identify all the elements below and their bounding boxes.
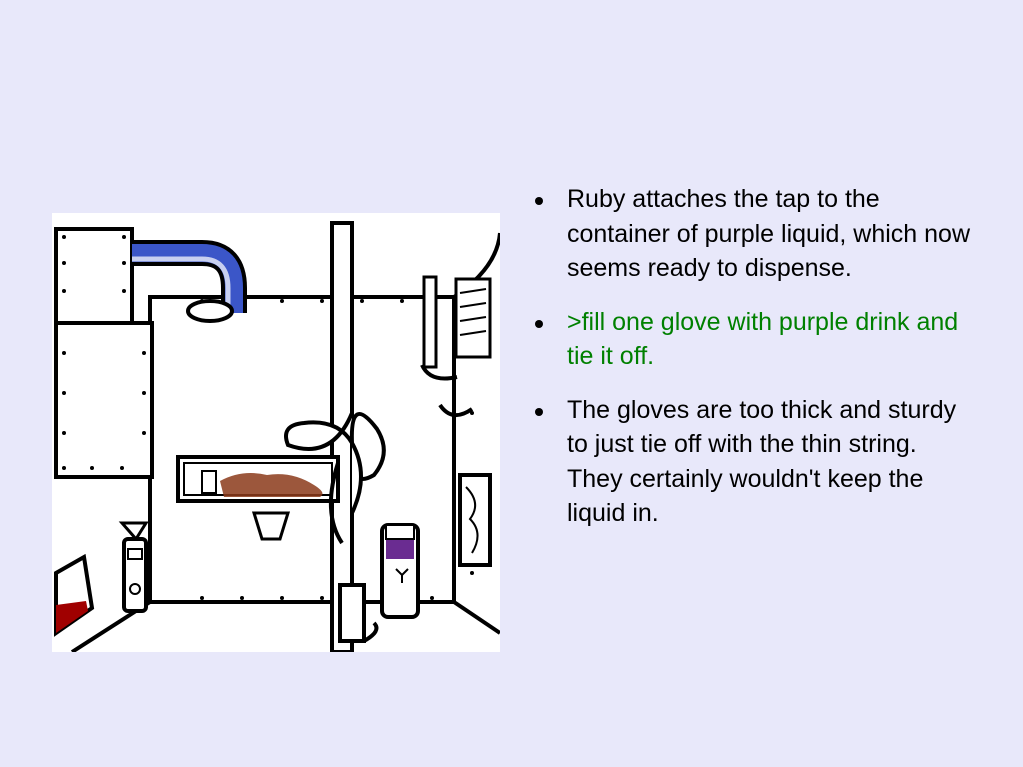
bunny-ear-figure (284, 411, 386, 643)
command-item: >fill one glove with purple drink and ti… (534, 305, 974, 374)
faucet-icon (420, 275, 474, 417)
bullet-icon (535, 197, 543, 205)
duct-pipe (132, 240, 247, 323)
narration-item-1: Ruby attaches the tap to the container o… (534, 182, 974, 286)
bullet-icon (535, 407, 543, 416)
brown-stain (220, 473, 323, 497)
comic-panel (52, 213, 500, 652)
narration-text: Ruby attaches the tap to the container o… (567, 185, 971, 282)
narration-item-2: The gloves are too thick and sturdy to j… (534, 393, 974, 531)
wall-picture (458, 473, 492, 567)
red-liquid-box (54, 553, 95, 637)
narration-list: Ruby attaches the tap to the container o… (534, 182, 974, 550)
command-text: >fill one glove with purple drink and ti… (567, 307, 959, 371)
bullet-icon (535, 319, 543, 328)
wall-sign (251, 511, 291, 541)
purple-liquid-container (380, 523, 420, 619)
narration-text: The gloves are too thick and sturdy to j… (567, 395, 957, 528)
canister (118, 521, 149, 613)
left-cabinet (54, 227, 154, 479)
comic-panel-drawing (52, 213, 500, 652)
